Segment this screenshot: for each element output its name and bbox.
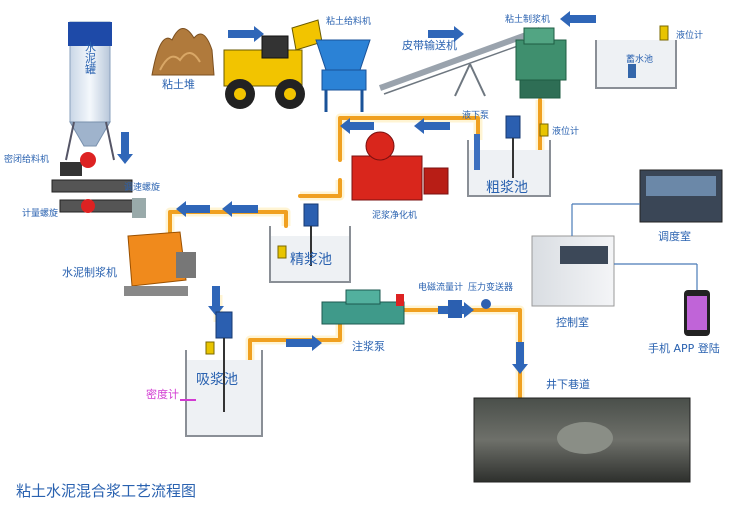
suction-tank: 吸浆池 密度计 xyxy=(146,311,263,437)
arrow-left-icon xyxy=(176,201,210,217)
underground-tunnel: 井下巷道 xyxy=(473,377,691,483)
network-links xyxy=(571,203,698,290)
diagram-title: 粘土水泥混合浆工艺流程图 xyxy=(16,482,196,500)
cement-silo-label: 水泥罐 xyxy=(84,41,97,75)
density-meter-label: 密度计 xyxy=(146,387,179,401)
mobile-app-label: 手机 APP 登陆 xyxy=(648,341,720,355)
fine-tank: 精浆池 xyxy=(269,203,351,283)
instruments: 电磁流量计 压力变送器 xyxy=(418,281,513,318)
arrow-down-icon xyxy=(512,342,528,374)
level-gauge-mid-label: 液位计 xyxy=(552,125,579,137)
clay-feeder: 粘土给料机 xyxy=(315,15,371,112)
clay-pile: 粘土堆 xyxy=(151,28,215,91)
mobile-app: 手机 APP 登陆 xyxy=(648,290,720,355)
control-room: 控制室 xyxy=(531,235,615,329)
clay-pile-label: 粘土堆 xyxy=(162,77,195,91)
tunnel-label: 井下巷道 xyxy=(546,377,590,391)
arrow-left-icon xyxy=(222,201,258,217)
arrow-down-icon xyxy=(117,132,133,164)
wheel-loader xyxy=(223,19,323,109)
arrow-left-icon xyxy=(560,11,596,27)
coarse-tank-label: 粗浆池 xyxy=(486,180,528,196)
pressure-transmitter-label: 压力变送器 xyxy=(468,281,513,293)
liquid-pump-label: 液下泵 xyxy=(462,109,489,121)
clay-feeder-label: 粘土给料机 xyxy=(326,15,371,27)
dispatch-room-label: 调度室 xyxy=(658,229,691,243)
dispatch-room: 调度室 xyxy=(639,169,723,243)
level-gauge-top-label: 液位计 xyxy=(676,29,703,41)
coarse-tank: 液下泵 液位计 粗浆池 xyxy=(462,109,579,197)
belt-conveyor-label: 皮带输送机 xyxy=(402,38,457,52)
suction-tank-label: 吸浆池 xyxy=(196,372,238,388)
control-room-label: 控制室 xyxy=(556,315,589,329)
speed-screw-label: 调速螺旋 xyxy=(124,181,160,193)
clay-pulper-label: 粘土制浆机 xyxy=(505,13,550,25)
arrow-left-icon xyxy=(414,118,450,134)
mud-purifier: 泥浆净化机 xyxy=(351,131,449,221)
water-tank: 液位计 蓄水池 xyxy=(595,25,703,89)
belt-conveyor: 皮带输送机 xyxy=(378,27,542,97)
arrow-right-icon xyxy=(228,26,264,42)
grout-pump: 注浆泵 xyxy=(321,289,405,353)
arrow-down-icon xyxy=(208,286,224,316)
sealed-feeder-label: 密闭给料机 xyxy=(4,153,49,165)
cement-pulper: 水泥制浆机 xyxy=(62,231,196,296)
water-tank-label: 蓄水池 xyxy=(626,53,653,65)
pipe-network xyxy=(165,98,545,402)
metering-screw-label: 计量螺旋 xyxy=(22,207,58,219)
cement-pulper-label: 水泥制浆机 xyxy=(62,265,117,279)
arrow-right-icon xyxy=(286,335,322,351)
screw-feeders: 密闭给料机 调速螺旋 计量螺旋 xyxy=(4,152,160,219)
mud-purifier-label: 泥浆净化机 xyxy=(372,209,417,221)
clay-pulper: 粘土制浆机 xyxy=(505,13,567,99)
arrow-right-icon xyxy=(428,26,464,42)
em-flowmeter-label: 电磁流量计 xyxy=(418,281,463,293)
grout-pump-label: 注浆泵 xyxy=(352,339,385,353)
fine-tank-label: 精浆池 xyxy=(290,252,332,268)
cement-silo: 水泥罐 xyxy=(65,21,115,161)
arrow-left-icon xyxy=(340,118,374,134)
